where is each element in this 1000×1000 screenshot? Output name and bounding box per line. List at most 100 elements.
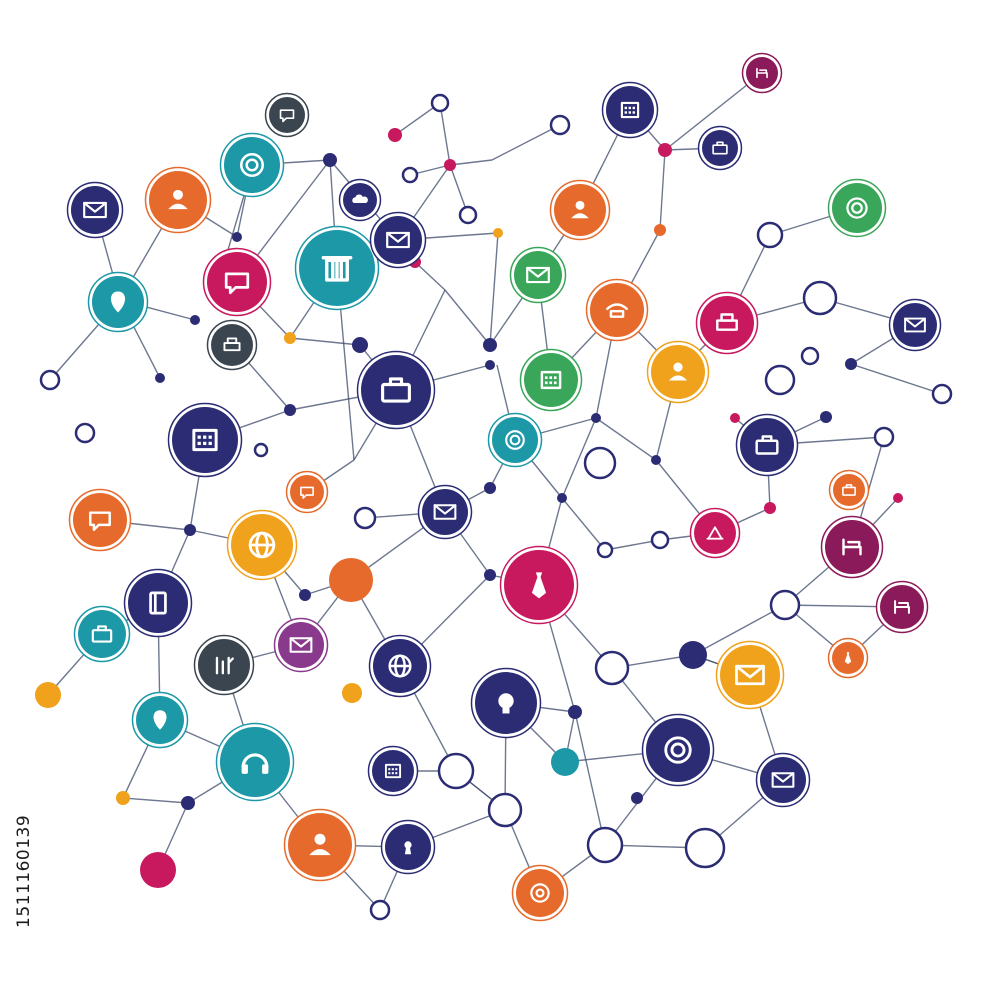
- connection-line: [439, 102, 451, 166]
- node-dot: [232, 232, 242, 242]
- lightbulb-icon: [470, 667, 542, 739]
- node-ring: [931, 383, 953, 405]
- folder-icon: [697, 125, 743, 171]
- node-dot: [484, 569, 496, 581]
- node-dot: [651, 455, 661, 465]
- bed-icon: [820, 515, 884, 579]
- connection-line: [289, 337, 361, 346]
- connection-line: [574, 711, 606, 846]
- node-dot: [654, 224, 666, 236]
- connection-line: [414, 261, 446, 291]
- node-ring: [583, 446, 617, 480]
- location-pin-icon: [131, 691, 189, 749]
- node-ring: [401, 166, 419, 184]
- connection-line: [850, 363, 943, 395]
- mail-icon: [273, 617, 329, 673]
- icon-disc: [224, 137, 280, 193]
- node-dot: [484, 482, 496, 494]
- node-dot: [323, 153, 337, 167]
- icon-disc: [833, 474, 865, 506]
- connection-line: [659, 149, 666, 231]
- node-dot: [820, 411, 832, 423]
- lock-icon: [380, 819, 436, 875]
- icon-disc: [606, 86, 654, 134]
- node-ring: [586, 826, 624, 864]
- node-ring: [769, 589, 801, 621]
- icon-disc: [893, 303, 937, 347]
- node-dot: [140, 852, 176, 888]
- user-icon: [283, 808, 357, 882]
- basket-icon: [828, 469, 870, 511]
- connection-line: [595, 417, 657, 461]
- icon-disc: [740, 418, 794, 472]
- printer-icon: [695, 291, 759, 355]
- icon-disc: [702, 130, 738, 166]
- contact-icon: [549, 179, 611, 241]
- node-dot: [342, 683, 362, 703]
- icon-disc: [516, 869, 564, 917]
- node-dot: [299, 589, 311, 601]
- chart-icon: [167, 402, 243, 478]
- node-dot: [551, 748, 579, 776]
- node-ring: [437, 752, 475, 790]
- node-ring: [802, 280, 838, 316]
- icon-disc: [422, 489, 468, 535]
- node-ring: [596, 541, 614, 559]
- trash-icon: [294, 225, 380, 311]
- keyboard-icon: [519, 348, 583, 412]
- chat-icon: [285, 470, 329, 514]
- connection-line: [561, 497, 606, 551]
- icon-disc: [211, 324, 253, 366]
- connection-line: [491, 124, 561, 161]
- cloud-icon: [338, 178, 382, 222]
- node-ring: [39, 369, 61, 391]
- coffee-icon: [741, 52, 783, 94]
- node-ring: [458, 205, 478, 225]
- stock-id-label: 1511160139: [8, 768, 36, 928]
- node-ring: [253, 442, 269, 458]
- headphones-icon: [215, 722, 295, 802]
- connection-line: [489, 232, 499, 346]
- icon-disc: [694, 512, 736, 554]
- node-ring: [549, 114, 571, 136]
- icon-disc: [207, 252, 267, 312]
- icon-disc: [700, 296, 754, 350]
- mail-icon: [888, 298, 942, 352]
- document-icon: [367, 745, 419, 797]
- node-dot: [181, 796, 195, 810]
- node-ring: [487, 792, 523, 828]
- node-dot: [845, 358, 857, 370]
- user-icon: [144, 166, 212, 234]
- node-dot: [284, 332, 296, 344]
- shopping-bag-icon: [73, 605, 131, 663]
- chat-bubble-icon: [264, 92, 310, 138]
- sync-icon: [487, 412, 543, 468]
- node-dot: [352, 337, 368, 353]
- mail-icon: [755, 752, 811, 808]
- node-ring: [756, 221, 784, 249]
- node-dot: [493, 228, 503, 238]
- icon-disc: [71, 186, 119, 234]
- calendar-icon: [601, 81, 659, 139]
- node-dot: [631, 792, 643, 804]
- icon-disc: [290, 475, 324, 509]
- node-dot: [284, 404, 296, 416]
- phone-icon: [585, 278, 649, 342]
- printer-icon: [206, 319, 258, 371]
- chat-icon: [68, 488, 132, 552]
- icon-disc: [514, 251, 562, 299]
- node-dot: [388, 128, 402, 142]
- icon-disc: [646, 718, 710, 782]
- node-dot: [591, 413, 601, 423]
- globe-icon: [226, 509, 298, 581]
- node-dot: [764, 502, 776, 514]
- node-ring: [800, 346, 820, 366]
- node-dot: [444, 159, 456, 171]
- location-pin-icon: [87, 271, 149, 333]
- icon-disc: [374, 216, 422, 264]
- icon-disc: [832, 183, 882, 233]
- mail-icon: [369, 211, 427, 269]
- connection-line: [444, 289, 491, 346]
- bed-icon: [875, 580, 929, 634]
